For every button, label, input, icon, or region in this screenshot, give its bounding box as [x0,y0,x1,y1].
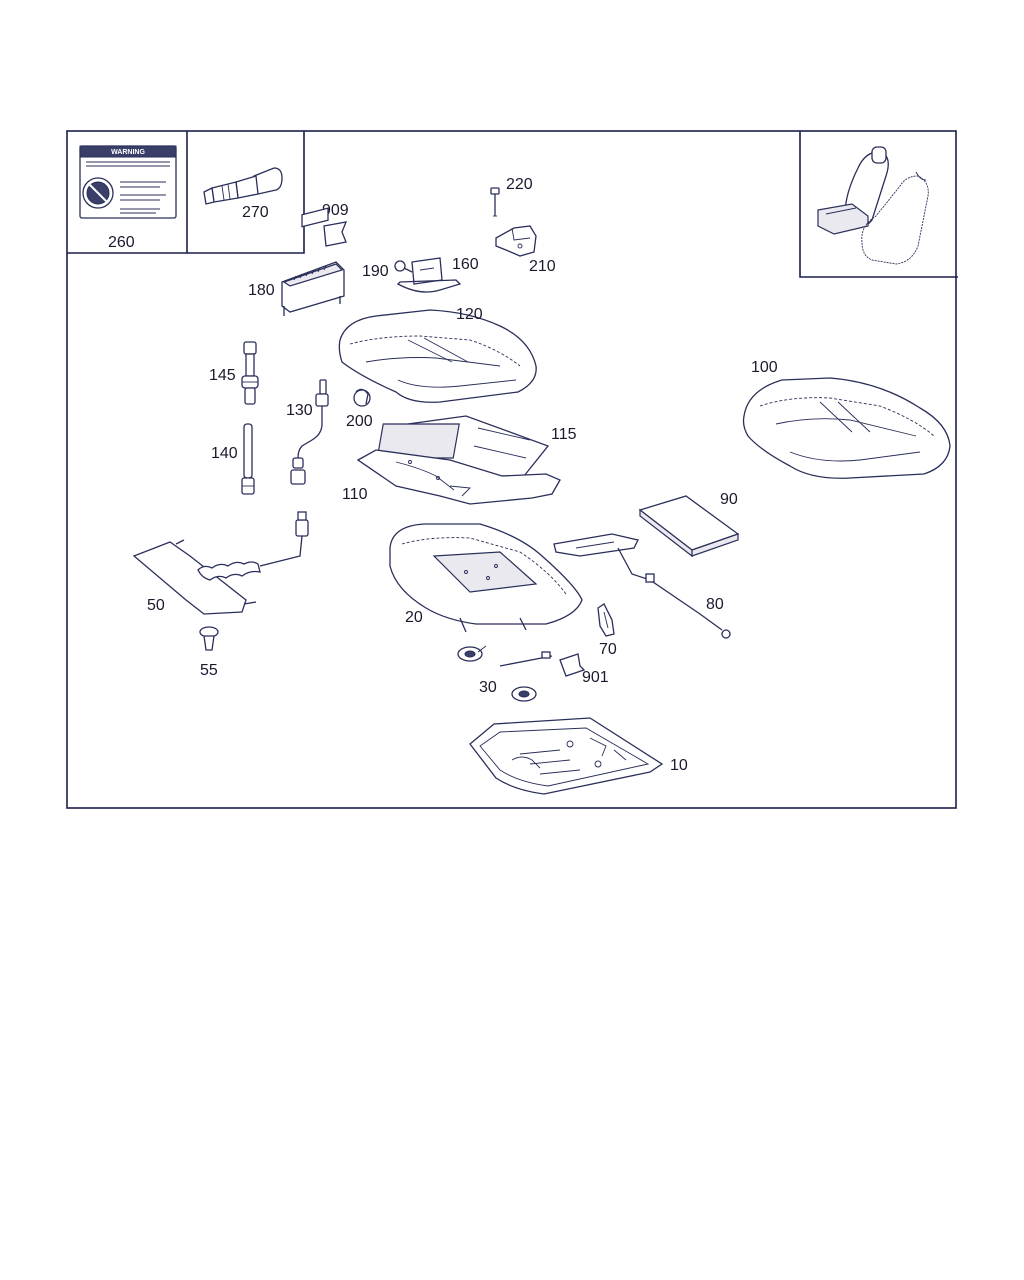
part-label-180: 180 [248,282,275,299]
part-label-270: 270 [242,204,269,221]
part-50-side-trim [132,511,309,615]
part-label-10: 10 [670,757,688,774]
part-55-push-clip [199,626,219,651]
part-label-80: 80 [706,596,724,613]
part-label-140: 140 [211,445,238,462]
part-110-sensor-mat [356,449,561,505]
part-label-90: 90 [720,491,738,508]
part-130-sensor-cable [290,379,329,485]
inset-seat-overview [799,131,958,278]
part-200-clip [353,388,371,407]
part-label-210: 210 [529,258,556,275]
part-160-plate [396,257,462,293]
warning-label-title: WARNING [111,149,145,156]
inset-warning-label-box: WARNING [67,131,188,254]
part-100-seat-cushion [742,377,951,479]
part-label-115: 115 [551,426,577,443]
part-10-seat-pan [469,717,664,795]
part-label-130: 130 [286,402,313,419]
part-label-70: 70 [599,641,617,658]
part-label-55: 55 [200,662,218,679]
diagram-frame [66,130,957,809]
part-label-200: 200 [346,413,373,430]
part-label-100: 100 [751,359,778,376]
part-label-190: 190 [362,263,389,280]
part-label-145: 145 [209,367,236,384]
part-145-tube [241,341,259,405]
part-label-50: 50 [147,597,165,614]
part-label-220: 220 [506,176,533,193]
part-label-110: 110 [342,486,368,503]
part-140-rod [241,423,255,495]
part-label-30: 30 [479,679,497,696]
part-20-seat-foam [389,523,583,633]
part-label-909: 909 [322,202,349,219]
part-label-901: 901 [582,669,609,686]
part-180-module [281,207,345,316]
part-label-260: 260 [108,234,135,251]
part-80-sensor-harness [553,533,731,639]
part-70-clip [597,603,615,637]
part-901-tag [559,653,586,677]
part-190-screw [394,260,413,273]
part-label-160: 160 [452,256,479,273]
part-30-grommets [457,645,553,702]
part-210-bracket [495,225,537,257]
plug-part-icon [203,167,283,205]
inset-plug-box [187,131,305,254]
part-90-foam-block [638,495,740,558]
part-label-20: 20 [405,609,423,626]
part-220-pin [490,187,500,217]
part-label-120: 120 [456,306,483,323]
part-120-cushion-cover [338,309,537,403]
part-909-tag [323,221,348,247]
